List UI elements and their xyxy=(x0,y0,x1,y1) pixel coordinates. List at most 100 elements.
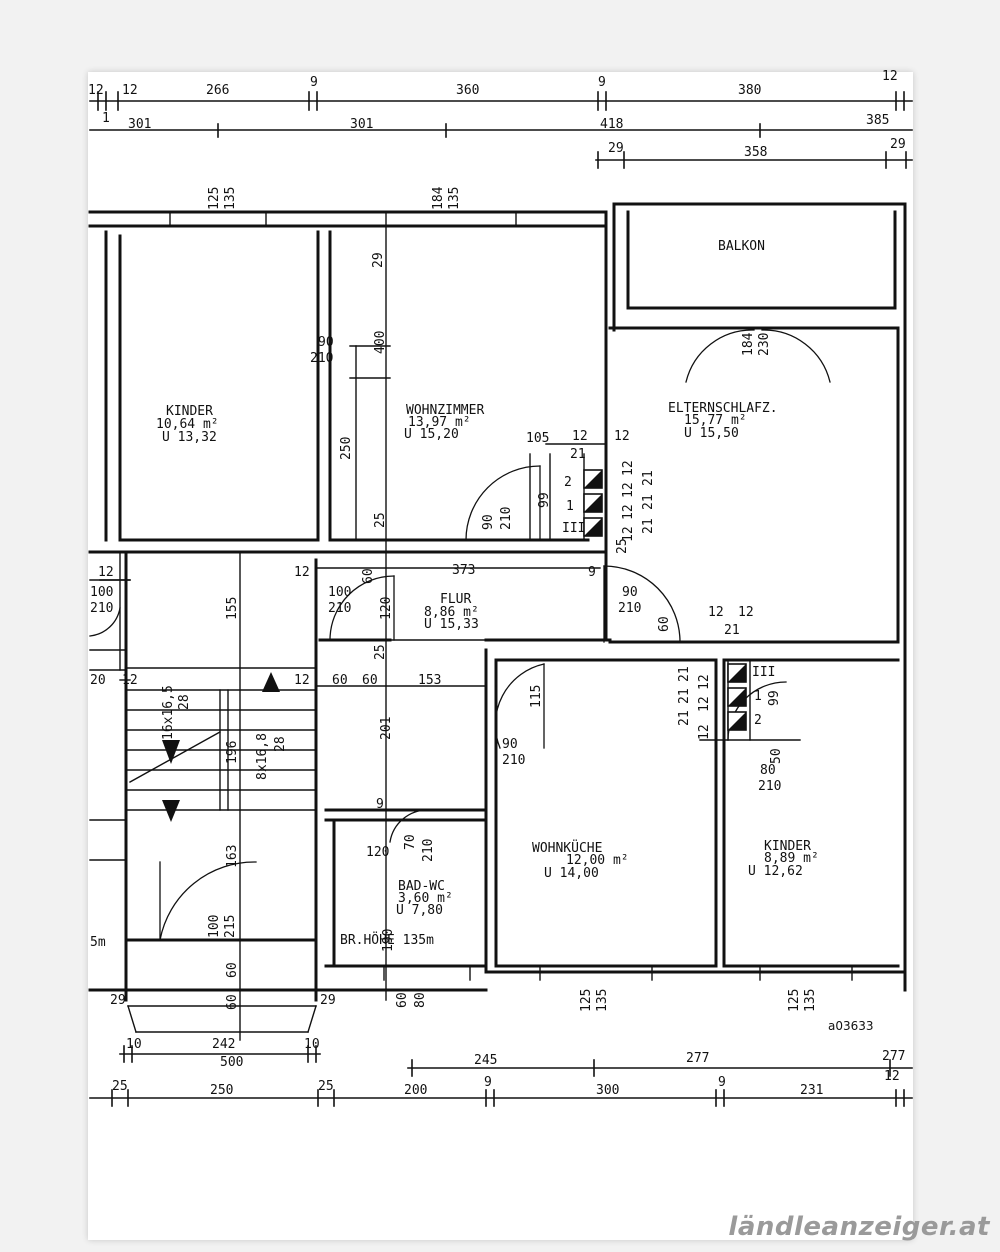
room-kinder2-perimeter: U 12,62 xyxy=(748,864,803,879)
eltern-door-210: 210 xyxy=(618,601,641,616)
shaft1-label-2: 2 xyxy=(564,475,572,490)
bad-dim-210: 210 xyxy=(421,839,436,862)
stair-dim-196: 196 xyxy=(225,741,240,764)
bot2-dim-25b: 25 xyxy=(318,1079,334,1094)
bot1-dim-277a: 277 xyxy=(686,1051,709,1066)
entry-dim-215: 215 xyxy=(223,915,238,938)
bad-dim-9: 9 xyxy=(376,797,384,812)
flur-dim-153: 153 xyxy=(418,673,441,688)
bot-win-135a: 135 xyxy=(595,989,610,1012)
kinder2-door-50: 50 xyxy=(769,748,784,764)
bad-dim-190: 190 xyxy=(381,929,396,952)
bad-dim-120: 120 xyxy=(366,845,389,860)
room-bad-area: 3,60 m² xyxy=(398,891,453,906)
top2-dim-301a: 301 xyxy=(128,117,151,132)
bot-29b: 29 xyxy=(320,993,336,1008)
left-dim-12b: 12 xyxy=(122,673,138,688)
shaft2-dim-21c: 21 xyxy=(677,710,692,726)
stair-dim-28b: 28 xyxy=(273,736,288,752)
bot-win-135b: 135 xyxy=(803,989,818,1012)
bot-win-80: 80 xyxy=(413,992,428,1008)
bot2-dim-250: 250 xyxy=(210,1083,233,1098)
door-k1-90: 90 xyxy=(318,335,334,350)
win-eltern-184: 184 xyxy=(741,332,756,356)
top-dim-9a: 9 xyxy=(310,75,318,90)
shaft-side-12c: 12 xyxy=(621,504,636,520)
left-dim-12c: 12 xyxy=(294,673,310,688)
flur-dim-210: 210 xyxy=(328,601,351,616)
room-wohnzimmer-area: 13,97 m² xyxy=(408,415,471,430)
bot-29a: 29 xyxy=(110,993,126,1008)
left-dim-12: 12 xyxy=(98,565,114,580)
room-wohnzimmer-name: WOHNZIMMER xyxy=(406,403,484,418)
room-bad-note: BR.HÖHE 135m xyxy=(340,931,434,948)
entry-dim-163: 163 xyxy=(225,845,240,868)
top-dim-12b: 12 xyxy=(122,83,138,98)
wohn-dim-250: 250 xyxy=(339,437,354,460)
entry-dim-60a: 60 xyxy=(225,962,240,978)
bot1-dim-10a: 10 xyxy=(126,1037,142,1052)
stair-dim-8x168: 8x16,8 xyxy=(255,733,270,780)
shaft-side-21c: 21 xyxy=(641,518,656,534)
wohn-dim-25: 25 xyxy=(373,512,388,528)
left-dim-210: 210 xyxy=(90,601,113,616)
room-kueche-area: 12,00 m² xyxy=(566,853,629,868)
room-eltern-name: ELTERNSCHLAFZ. xyxy=(668,401,778,416)
room-kinder2-name: KINDER xyxy=(764,839,811,854)
bot-win-60: 60 xyxy=(395,992,410,1008)
top2-dim-418: 418 xyxy=(600,117,623,132)
shaft-side-12d: 12 xyxy=(621,526,636,542)
top-dim-9b: 9 xyxy=(598,75,606,90)
top2-dim-1: 1 xyxy=(102,111,110,126)
win-kinder-135: 135 xyxy=(223,187,238,210)
mid-dim-21: 21 xyxy=(724,623,740,638)
room-kinder2-area: 8,89 m² xyxy=(764,851,819,866)
bot2-dim-25a: 25 xyxy=(112,1079,128,1094)
bot-win-125a: 125 xyxy=(579,989,594,1012)
shaft2-dim-12b: 12 xyxy=(697,696,712,712)
flur-dim-9: 9 xyxy=(588,565,596,580)
shaft-dim-99: 99 xyxy=(537,492,552,508)
top-dim-360: 360 xyxy=(456,83,479,98)
room-kinder1-name: KINDER xyxy=(166,404,213,419)
room-flur-perimeter: U 15,33 xyxy=(424,617,479,632)
shaft-side-12b: 12 xyxy=(621,482,636,498)
shaft2-label-III: III xyxy=(752,665,775,680)
bot1-dim-245: 245 xyxy=(474,1053,497,1068)
entry-dim-100: 100 xyxy=(207,915,222,938)
flur-v-155: 155 xyxy=(225,597,240,620)
bot2-dim-9a: 9 xyxy=(484,1075,492,1090)
flur-dim-12: 12 xyxy=(294,565,310,580)
shaft-dim-12b: 12 xyxy=(614,429,630,444)
wohn-dim-400: 400 xyxy=(373,331,388,354)
shaft-side-21a: 21 xyxy=(641,470,656,486)
shaft-side-21b: 21 xyxy=(641,494,656,510)
flur-dim-25: 25 xyxy=(373,644,388,660)
room-balkon-name: BALKON xyxy=(718,239,765,254)
bot-win-125b: 125 xyxy=(787,989,802,1012)
shaft-side-12a: 12 xyxy=(621,460,636,476)
left-dim-20: 20 xyxy=(90,673,106,688)
watermark: ländleanzeiger.at xyxy=(728,1212,990,1242)
win-eltern-230: 230 xyxy=(757,333,772,356)
shaft2-dim-21a: 21 xyxy=(677,666,692,682)
door-k1-210: 210 xyxy=(310,351,333,366)
win-wohn-184: 184 xyxy=(431,186,446,210)
flur-dim-120: 120 xyxy=(379,597,394,620)
shaft1-label-1: 1 xyxy=(566,499,574,514)
kueche-door-115: 115 xyxy=(529,685,544,708)
shaft2-label-1: 1 xyxy=(754,689,762,704)
room-eltern-area: 15,77 m² xyxy=(684,413,747,428)
flur-dim-60c: 60 xyxy=(332,673,348,688)
kueche-door-210: 210 xyxy=(502,753,525,768)
win-kinder-125: 125 xyxy=(207,187,222,210)
bot1-dim-10b: 10 xyxy=(304,1037,320,1052)
eltern-door-60: 60 xyxy=(657,616,672,632)
top2-dim-385: 385 xyxy=(866,113,889,128)
room-bad-perimeter: U 7,80 xyxy=(396,903,443,918)
plan-code: a03633 xyxy=(828,1019,874,1033)
bot2-dim-12: 12 xyxy=(884,1069,900,1084)
bot2-dim-300: 300 xyxy=(596,1083,619,1098)
room-kueche-name: WOHNKÜCHE xyxy=(532,839,602,856)
kueche-door-90: 90 xyxy=(502,737,518,752)
